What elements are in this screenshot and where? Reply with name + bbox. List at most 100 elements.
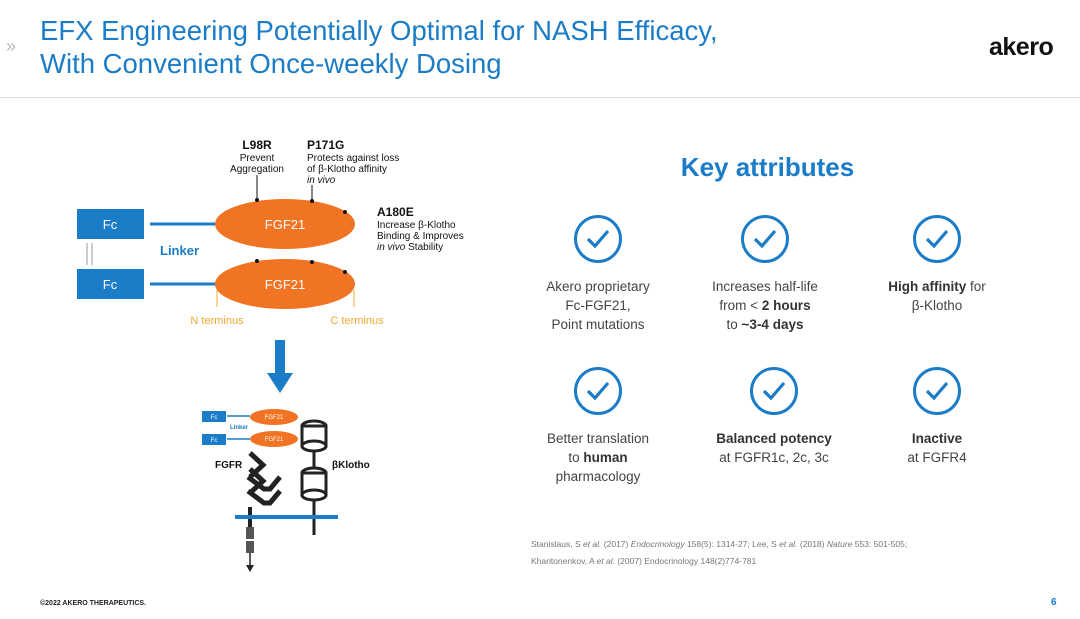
attr6-line2: at FGFR4: [907, 450, 967, 465]
small-fc-label-top: Fc: [211, 415, 218, 421]
fgf21-label-bottom: FGF21: [265, 277, 305, 292]
fc-box-bottom: [77, 269, 144, 299]
attr4-line3: pharmacology: [555, 469, 641, 484]
klotho-cyl-2-bottom: [300, 488, 328, 502]
fgfr-label: FGFR: [215, 460, 243, 471]
attribute-inactive: Inactive at FGFR4: [857, 367, 1017, 467]
fc-label-top: Fc: [103, 217, 118, 232]
page-number: 6: [1051, 597, 1057, 608]
attr2-line1: Increases half-life: [712, 279, 818, 294]
attr4-line1: Better translation: [546, 431, 650, 446]
check-circle-icon: [750, 367, 798, 415]
attr2-line3-a: to: [726, 317, 742, 332]
check-circle-icon: [741, 215, 789, 263]
small-fc-label-bottom: Fc: [211, 438, 218, 444]
fc-label-bottom: Fc: [103, 277, 118, 292]
attribute-proprietary: Akero proprietary Fc-FGF21, Point mutati…: [518, 215, 678, 334]
a180e-line1: Increase β-Klotho: [377, 220, 456, 231]
small-fc-top: [202, 411, 226, 422]
small-fgf21-bottom: [250, 431, 298, 447]
mutation-dot-l98r-2: [255, 259, 259, 263]
slide-title-line1: EFX Engineering Potentially Optimal for …: [40, 15, 718, 46]
a180e-line3: in vivo Stability: [377, 242, 443, 253]
kinase-domain-1: [246, 527, 254, 539]
fgf21-ellipse-top: [215, 199, 355, 249]
mutation-dot-a180e: [343, 210, 347, 214]
c-terminus-label: C terminus: [330, 315, 384, 327]
attribute-potency: Balanced potency at FGFR1c, 2c, 3c: [694, 367, 854, 467]
check-circle-icon: [574, 215, 622, 263]
fgfr-domain-4: [246, 489, 282, 506]
attr3-line1-b: for: [966, 279, 986, 294]
fgf21-ellipse-bottom: [215, 259, 355, 309]
down-arrow-icon: [267, 373, 293, 393]
l98r-line1: Prevent: [240, 153, 275, 164]
small-fc-bottom: [202, 434, 226, 445]
check-circle-icon: [913, 215, 961, 263]
fgf21-label-top: FGF21: [265, 217, 305, 232]
attr4-line2-b: human: [583, 450, 628, 465]
attr2-line3-b: ~3-4 days: [741, 317, 804, 332]
attr3-line2: β-Klotho: [911, 298, 963, 313]
attribute-affinity: High affinity for β-Klotho: [857, 215, 1017, 315]
copyright: ©2022 AKERO THERAPEUTICS.: [40, 600, 147, 607]
fgfr-domain-3: [246, 475, 282, 492]
attr2-line2-b: 2 hours: [761, 298, 811, 313]
attr5-line2: at FGFR1c, 2c, 3c: [719, 450, 829, 465]
attr1-line1: Akero proprietary: [546, 279, 650, 294]
kinase-domain-2: [246, 541, 254, 553]
diagram-svg: Fc Fc Linker FGF21 FGF21 N terminus C te…: [77, 138, 464, 572]
a180e-line3-rest: Stability: [405, 242, 443, 253]
key-attributes-title: Key attributes: [680, 152, 855, 182]
attr4-line2: to human: [518, 448, 678, 467]
p171g-title: P171G: [307, 138, 344, 152]
small-linker-label: Linker: [230, 425, 249, 431]
bklotho-label: βKlotho: [332, 460, 370, 471]
attr1-line2: Fc-FGF21,: [565, 298, 631, 313]
attr6-line1: Inactive: [911, 431, 963, 446]
p171g-line1: Protects against loss: [307, 153, 399, 164]
small-fgf21-top: [250, 409, 298, 425]
chevron-icon: »: [6, 36, 16, 56]
reference-line-2: Kharitonenkov, A et al. (2007) Endocrino…: [531, 556, 757, 566]
a180e-line2: Binding & Improves: [377, 231, 464, 242]
attr3-line1-a: High affinity: [888, 279, 967, 294]
attr2-line2-a: from <: [719, 298, 762, 313]
l98r-line2: Aggregation: [230, 164, 284, 175]
attr3-line1: High affinity for: [857, 277, 1017, 296]
attr5-line1: Balanced potency: [716, 431, 832, 446]
mutation-dot-a180e-2: [343, 270, 347, 274]
mutation-dot-p171g: [310, 199, 314, 203]
attr2-line2: from < 2 hours: [685, 296, 845, 315]
small-fgf21-label-bottom: FGF21: [265, 437, 284, 443]
signal-arrow-icon: [246, 565, 254, 572]
p171g-line2: of β-Klotho affinity: [307, 164, 387, 175]
reference-line-1: Stanislaus, S et al. (2017) Endocrinolog…: [531, 539, 908, 549]
slide-title-line2: With Convenient Once-weekly Dosing: [40, 48, 502, 79]
mutation-dot-p171g-2: [310, 260, 314, 264]
a180e-title: A180E: [377, 205, 414, 219]
fgfr-domain-2: [248, 467, 267, 495]
n-terminus-label: N terminus: [190, 315, 244, 327]
attribute-half-life: Increases half-life from < 2 hours to ~3…: [685, 215, 845, 334]
attr2-line3: to ~3-4 days: [685, 315, 845, 334]
linker-label: Linker: [160, 243, 199, 258]
mutation-dot-l98r: [255, 198, 259, 202]
small-fgf21-label-top: FGF21: [265, 415, 284, 421]
fc-box-top: [77, 209, 144, 239]
attr1-line3: Point mutations: [551, 317, 645, 332]
a180e-line3-italic: in vivo: [377, 242, 406, 253]
slide-title: EFX Engineering Potentially Optimal for …: [40, 14, 718, 80]
fc-fgf21-diagram: Fc Fc Linker FGF21 FGF21 N terminus C te…: [70, 135, 500, 585]
arrow-shaft: [275, 340, 285, 375]
header-divider: [0, 97, 1080, 98]
attr4-line2-a: to: [568, 450, 584, 465]
klotho-cyl-1-bottom: [300, 439, 328, 453]
references: Stanislaus, S et al. (2017) Endocrinolog…: [531, 536, 907, 570]
check-circle-icon: [574, 367, 622, 415]
attribute-translation: Better translation to human pharmacology: [518, 367, 678, 486]
p171g-line3: in vivo: [307, 175, 336, 186]
l98r-title: L98R: [242, 138, 272, 152]
check-circle-icon: [913, 367, 961, 415]
akero-logo: akero: [989, 33, 1054, 61]
